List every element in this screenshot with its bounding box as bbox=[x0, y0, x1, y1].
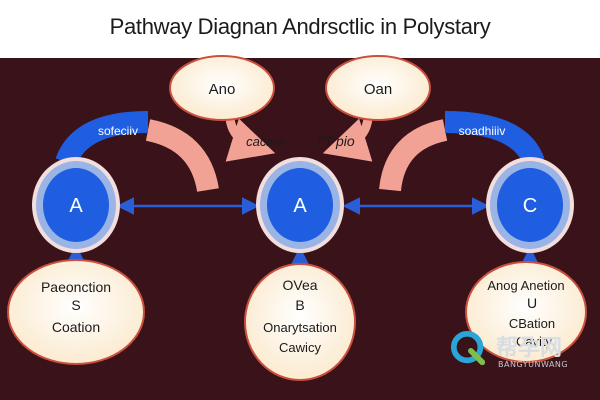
watermark-subtext: BANGYUNWANG bbox=[498, 360, 569, 369]
bottom-center-line4: Cawicy bbox=[279, 340, 321, 355]
bottom-right-line4: Cavity bbox=[516, 334, 553, 349]
diagram-title: Pathway Diagnan Andrsctlic in Polystary bbox=[109, 14, 491, 39]
arc-right-label: soadhiiiv bbox=[459, 124, 506, 138]
title-band bbox=[0, 0, 600, 58]
arc-right-blue bbox=[444, 111, 545, 167]
mid-label-left: cacinw bbox=[246, 134, 287, 149]
bottom-left-line1: Paeonction bbox=[41, 279, 111, 295]
top-bubble-right bbox=[325, 55, 431, 121]
arc-left-label: sofeciiv bbox=[98, 124, 138, 138]
node-c-letter: C bbox=[523, 195, 537, 217]
bottom-center-line1: OVea bbox=[282, 277, 317, 293]
arc-left-blue bbox=[55, 111, 149, 167]
bottom-left-line2: S bbox=[71, 297, 80, 313]
bottom-center-line3: Onarytsation bbox=[263, 320, 337, 335]
node-a-letter: A bbox=[69, 195, 83, 217]
bottom-bubble-center: OVea B Onarytsation Cawicy bbox=[244, 263, 356, 381]
watermark-text: 帮孕网 bbox=[496, 336, 563, 361]
bottom-right-line2: U bbox=[527, 295, 537, 311]
arc-left-salmon bbox=[145, 119, 219, 193]
mid-label-right: PPpio bbox=[317, 133, 355, 149]
arc-mid-right-salmon bbox=[322, 117, 373, 162]
node-b-letter: A bbox=[293, 195, 307, 217]
node-a: A bbox=[32, 157, 120, 253]
bottom-right-line1: Anog Anetion bbox=[487, 278, 564, 293]
node-c: C bbox=[486, 157, 574, 253]
arc-right-salmon bbox=[379, 119, 448, 192]
bottom-right-line3: CBation bbox=[509, 316, 555, 331]
bottom-left-line3: Coation bbox=[52, 319, 100, 335]
node-b: A bbox=[256, 157, 344, 253]
arc-mid-left-salmon bbox=[225, 117, 276, 162]
top-bubble-left-label: Ano bbox=[209, 81, 236, 98]
bottom-bubble-left: Paeonction S Coation bbox=[7, 259, 145, 365]
bottom-bubble-right: Anog Anetion U CBation Cavity bbox=[465, 261, 587, 363]
bottom-center-line2: B bbox=[295, 297, 304, 313]
top-bubble-right-label: Oan bbox=[364, 81, 392, 98]
watermark-logo-icon bbox=[450, 330, 486, 366]
top-bubble-left bbox=[169, 55, 275, 121]
